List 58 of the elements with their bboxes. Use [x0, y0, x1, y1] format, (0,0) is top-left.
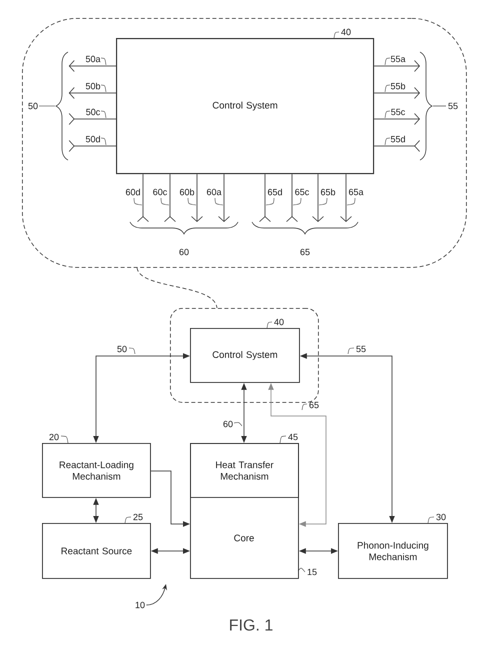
group-frame	[22, 18, 467, 268]
signal-arrow	[68, 113, 116, 125]
reference-numeral: 50	[117, 346, 136, 354]
reference-numeral: 55c	[384, 108, 406, 118]
signal-arrow	[68, 87, 116, 99]
reference-numeral: 40	[266, 318, 284, 328]
signal-arrow	[374, 60, 420, 72]
reference-numeral: 50a	[86, 56, 106, 66]
reference-numeral: 55d	[384, 136, 405, 146]
brace: 60	[130, 222, 238, 256]
reference-numeral: 65	[302, 402, 319, 410]
brace: 55	[420, 52, 458, 160]
signal-arrow	[137, 174, 149, 222]
signal-arrow	[164, 174, 176, 222]
process-box: Reactant Source	[42, 523, 151, 579]
signal-arrow	[312, 174, 324, 222]
process-box: Control System	[116, 38, 374, 174]
signal-arrow	[68, 140, 116, 152]
reference-numeral: 45	[280, 434, 298, 444]
reference-numeral: 65a	[346, 188, 364, 206]
signal-arrow	[374, 87, 420, 99]
brace: 65	[252, 222, 358, 256]
reference-numeral: 60c	[153, 188, 170, 206]
reference-numeral: 60b	[180, 188, 196, 206]
reference-numeral: 55b	[384, 82, 406, 92]
reference-numeral: 25	[124, 514, 143, 524]
signal-arrow	[259, 174, 271, 222]
signal-arrow	[218, 174, 230, 222]
reference-numeral: 60a	[206, 188, 224, 206]
reference-numeral: 60d	[126, 188, 142, 206]
signal-arrow	[286, 174, 298, 222]
reference-numeral: 65b	[318, 188, 336, 206]
brace: 50	[28, 52, 68, 160]
reference-numeral: 60	[223, 420, 242, 428]
reference-numeral: 50b	[86, 82, 106, 92]
group-frame	[170, 308, 319, 403]
signal-arrow	[374, 140, 420, 152]
signal-arrow	[340, 174, 352, 222]
process-box: Reactant-Loading Mechanism	[42, 443, 151, 498]
process-box: Heat Transfer Mechanism	[190, 443, 299, 498]
reference-numeral: 65c	[292, 188, 310, 206]
signal-arrow	[191, 174, 203, 222]
reference-numeral: 50d	[86, 136, 106, 146]
reference-numeral: 20	[49, 434, 68, 444]
reference-numeral: 10	[136, 602, 145, 608]
reference-numeral: 55	[348, 346, 366, 354]
figure-caption: FIG. 1	[230, 619, 272, 631]
connector-line	[136, 267, 218, 308]
process-box: Control System	[190, 328, 300, 383]
reference-numeral: 15	[298, 568, 317, 576]
reference-numeral: 50c	[86, 108, 106, 118]
reference-numeral: 40	[334, 28, 351, 38]
reference-numeral: 55a	[384, 56, 406, 66]
signal-arrow	[374, 113, 420, 125]
reference-numeral: 65d	[266, 188, 282, 206]
signal-arrow	[68, 60, 116, 72]
process-box: Phonon-Inducing Mechanism	[338, 523, 448, 579]
reference-numeral: 30	[428, 514, 446, 524]
